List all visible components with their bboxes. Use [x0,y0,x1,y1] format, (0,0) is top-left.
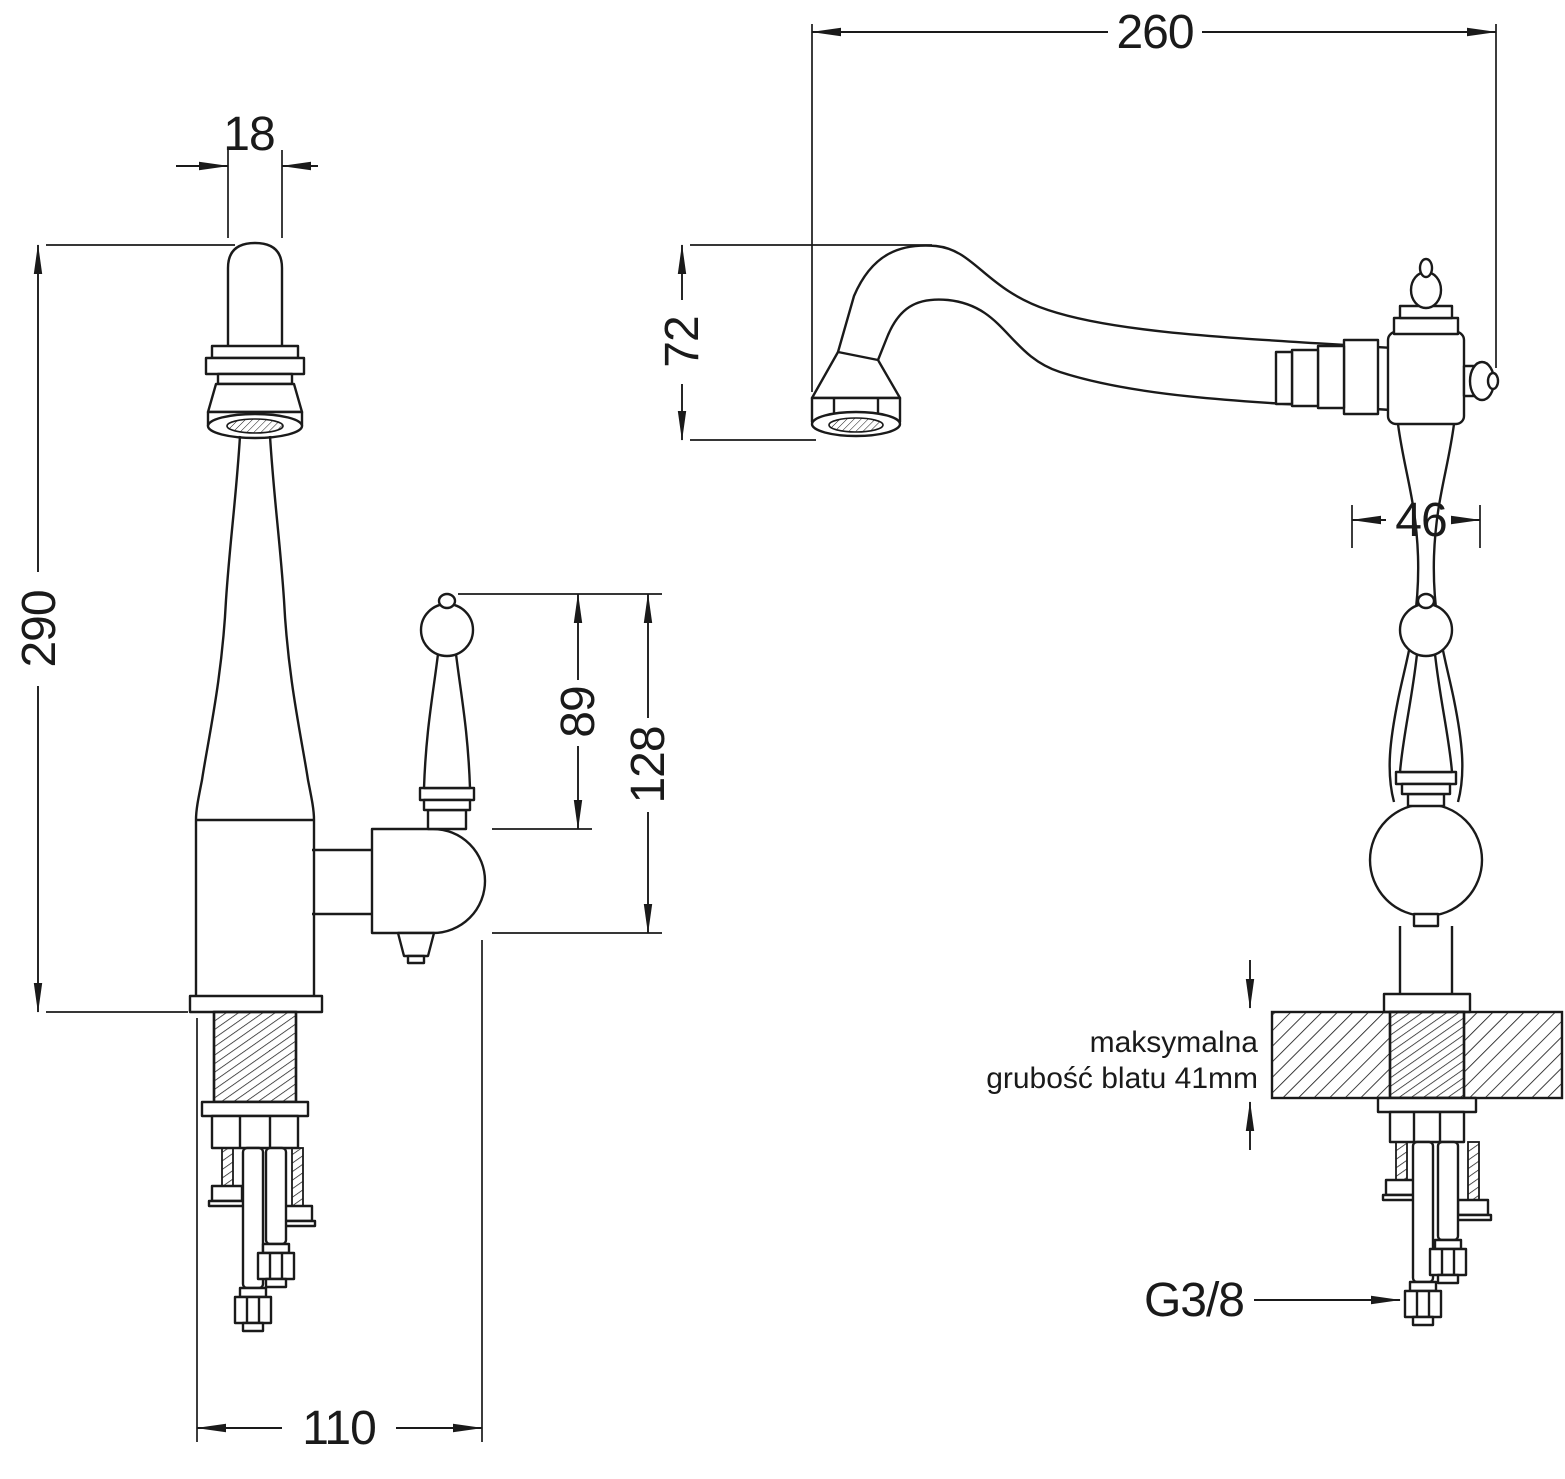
front-view-spout [810,244,1393,438]
dim-label-18: 18 [223,108,274,161]
front-lever-ball [1398,602,1454,658]
front-aerator-screen [828,417,884,433]
dim-base-span: 110 [196,940,483,1455]
front-finial-collar [1392,316,1460,336]
dim-label-89: 89 [552,686,605,737]
front-spout-bottom-edge [876,298,1393,412]
front-shank-thread [1388,1010,1466,1100]
side-shank-thread [212,1010,298,1104]
front-view [810,244,1564,1327]
front-base-flange [1382,992,1472,1014]
front-hose [1436,1140,1460,1242]
front-horseshoe-washer [1376,1096,1478,1114]
front-view-lever [1394,592,1458,808]
front-outlet-bell [810,350,902,400]
dim-label-260: 260 [1116,6,1193,59]
side-spout-ring [210,344,300,360]
side-mounting-nut [210,1114,300,1150]
side-lever-collar [422,798,472,812]
dim-lever-heights: 89 128 [458,593,675,934]
side-lever-ball [419,602,475,658]
side-hose [264,1146,288,1246]
side-aerator-screen [226,418,284,434]
dim-spout-drop: 72 [656,244,932,441]
dim-overall-height: 290 [13,244,235,1013]
front-mounting-nut [1388,1110,1466,1144]
side-view-undercounter [200,1010,317,1333]
side-stud-washer [207,1199,247,1208]
side-view-handle [312,592,487,965]
side-hose-tail [264,1277,288,1289]
front-hose-tail [1436,1273,1460,1285]
front-hose-tail [1411,1315,1435,1327]
front-lever-base [1406,792,1446,808]
side-horseshoe-washer [200,1100,310,1118]
front-hose-hex-fitting [1403,1289,1443,1319]
side-view-faucet-body [188,241,324,1014]
front-finial-tip [1418,257,1434,279]
front-sphere-nub [1412,912,1440,928]
front-hose-hex-fitting [1428,1247,1468,1277]
side-lever-base [426,808,468,831]
side-housing-nub-tip [406,954,426,965]
front-spout-top-edge [836,244,1393,353]
front-lever-collar [1400,782,1452,796]
front-lever-spindle [1398,652,1454,774]
front-lever-tip [1416,592,1436,610]
front-spout-housing [1386,330,1466,426]
side-stud-nut [210,1184,244,1203]
dim-label-128: 128 [622,726,675,803]
side-hose-hex-fitting [233,1295,273,1325]
thread-label: G3/8 [1144,1274,1244,1327]
side-housing-nub [396,931,436,958]
front-stud-nut [1456,1198,1490,1217]
front-hose-collar [1433,1238,1463,1251]
front-spout-ring [1290,348,1320,408]
dim-label-110: 110 [302,1402,376,1455]
counter-note-line1: maksymalna [1090,1026,1259,1059]
side-neck-right-edge [268,435,316,821]
side-spout-tube [226,241,284,346]
side-hose-collar [238,1286,268,1299]
dim-label-290: 290 [13,590,66,667]
side-view [188,241,487,1333]
dim-spout-reach: 260 [811,6,1497,392]
front-spout-ring [1342,338,1380,416]
dim-spout-top-width: 18 [176,108,318,238]
side-lever-collar [418,786,476,802]
dim-label-72: 72 [656,316,709,367]
side-spout-ring [204,356,306,376]
side-hose-hex-fitting [256,1251,296,1281]
side-neck-left-edge [194,435,242,821]
front-stud-washer [1453,1213,1493,1222]
side-lever-tip [437,592,457,610]
front-body-sphere [1368,802,1484,918]
front-spout-ring [1274,350,1294,406]
front-view-counter [1270,1010,1564,1100]
dim-body-width: 46 [1351,494,1481,548]
side-lever-spindle [422,652,472,790]
side-spout-ring [216,372,294,386]
front-lever-collar [1394,770,1458,786]
counter-thickness-annotation: maksymalna grubość blatu 41mm [986,960,1258,1150]
side-base-flange [188,994,324,1014]
side-hose-tail [241,1321,265,1333]
side-hose-collar [261,1242,291,1255]
side-aerator-bell [206,382,304,414]
thread-callout: G3/8 [1144,1274,1401,1327]
counter-note-line2: grubość blatu 41mm [986,1062,1258,1095]
front-hose-collar [1408,1280,1438,1293]
front-stud-nut [1384,1178,1418,1197]
front-side-knob-tip [1486,371,1500,391]
front-spout-ring [1316,344,1346,410]
front-view-undercounter [1376,1096,1493,1327]
side-handle-housing [370,827,487,935]
dim-label-46: 46 [1395,494,1446,547]
